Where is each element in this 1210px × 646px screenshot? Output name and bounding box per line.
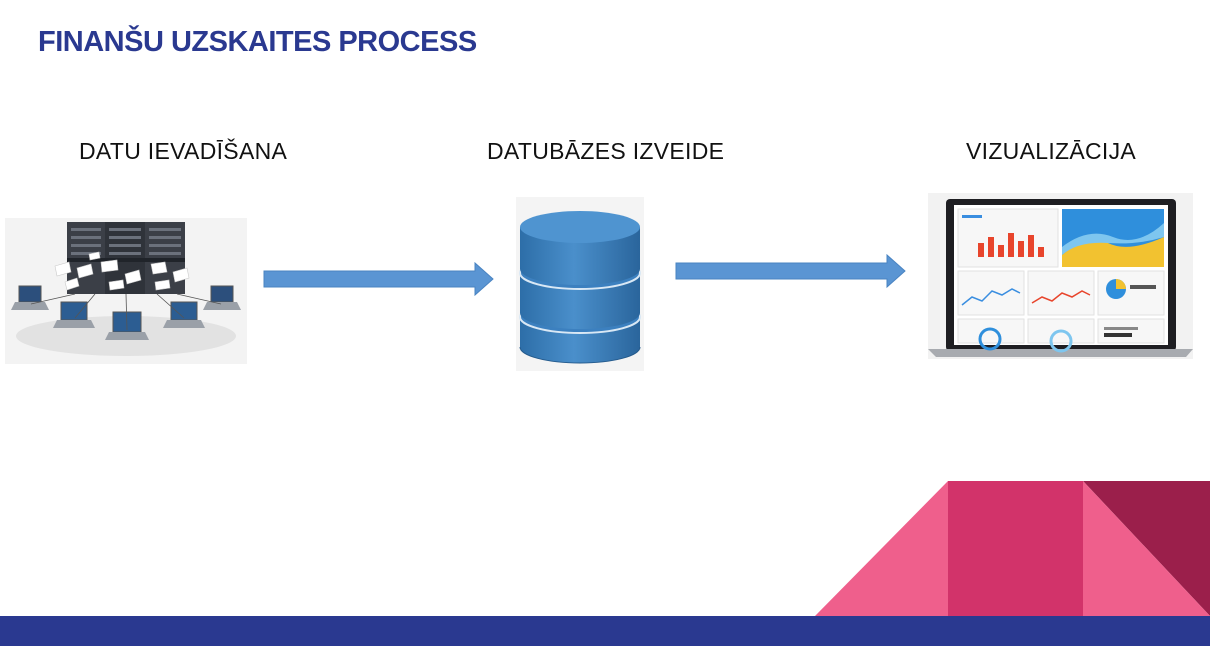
- arrow-right-icon: [263, 262, 495, 296]
- page-title: FINANŠU UZSKAITES PROCESS: [38, 26, 477, 58]
- decorative-shapes: [815, 481, 1210, 621]
- step-label-visualization: VIZUALIZĀCIJA: [966, 138, 1137, 164]
- database-icon: [516, 197, 644, 371]
- arrow-right-icon: [675, 254, 907, 290]
- network-servers-icon: [5, 218, 247, 364]
- step-label-data-entry: DATU IEVADĪŠANA: [79, 138, 288, 164]
- footer-bar: [0, 616, 1210, 646]
- dashboard-laptop-icon: [928, 193, 1193, 359]
- step-label-database: DATUBĀZES IZVEIDE: [487, 138, 725, 164]
